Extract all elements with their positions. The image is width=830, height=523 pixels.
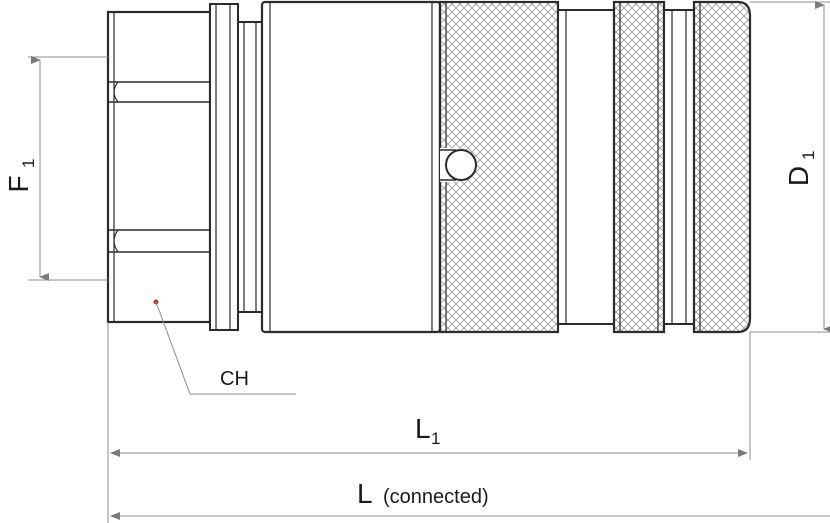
d1-label: D 1 xyxy=(783,151,818,187)
length-extension-lines xyxy=(107,322,751,523)
ch-leader: CH xyxy=(153,299,296,395)
knurled-ring-middle xyxy=(612,0,666,334)
svg-text:F: F xyxy=(3,175,34,192)
locking-ball xyxy=(440,148,477,182)
f1-label: F 1 xyxy=(3,159,38,193)
neck-section xyxy=(209,3,263,331)
l-label-note: (connected) xyxy=(383,486,489,508)
end-groove xyxy=(663,9,695,325)
hex-body xyxy=(106,10,212,324)
l1-label-main: L xyxy=(415,413,431,444)
ch-label: CH xyxy=(220,368,249,390)
svg-text:D: D xyxy=(783,166,814,186)
dimension-d1 xyxy=(750,1,830,333)
dimension-f1 xyxy=(28,56,108,281)
l-label-main: L xyxy=(357,478,373,509)
l1-label-sub: 1 xyxy=(431,429,440,448)
knurled-ring-end xyxy=(692,0,752,334)
dimension-l: L (connected) xyxy=(110,478,830,520)
main-body xyxy=(260,0,442,334)
svg-text:1: 1 xyxy=(19,159,38,168)
middle-band xyxy=(557,9,615,325)
dimension-l1: L 1 xyxy=(110,413,748,457)
svg-text:1: 1 xyxy=(799,151,818,160)
